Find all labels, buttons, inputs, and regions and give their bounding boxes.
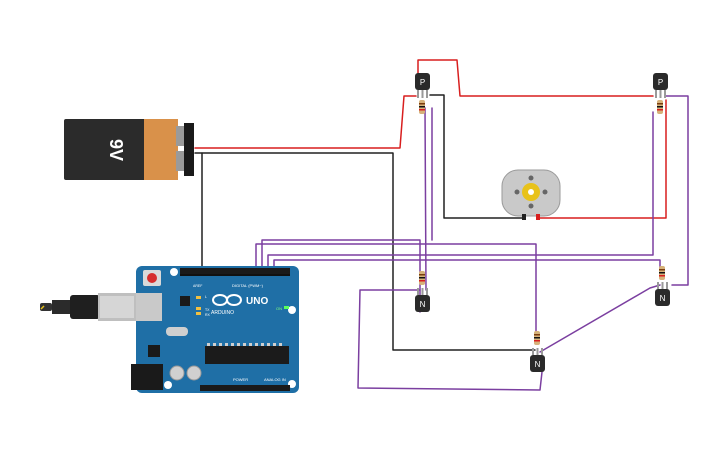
transistor-npn-right-label: N [660,294,666,303]
usb-port [136,293,162,321]
tx-label: TX [205,308,210,312]
wire-red-pnp-bridge[interactable] [417,59,654,97]
wire-purple-npn-loop[interactable] [357,289,543,391]
rx-led [196,312,201,315]
mount-hole [170,268,178,276]
resistor-pnp-left[interactable] [419,100,425,114]
resistor-npn-bottom[interactable] [534,331,540,345]
transistor-npn-bottom[interactable]: N [530,348,545,372]
battery-terminal-pos[interactable] [176,151,184,171]
mount-hole [164,381,172,389]
transistor-npn-left-label: N [420,300,426,309]
transistor-pnp-right[interactable]: P [653,73,668,98]
arduino-logo-icon [212,294,242,306]
power-analog-header[interactable] [200,385,290,391]
arduino-brand: ARDUINO [211,310,234,316]
wire-purple-3[interactable] [267,111,654,269]
atmega-chip [205,346,289,364]
wire-black-battery-to-npn[interactable] [194,152,536,351]
tx-led [196,307,201,310]
transistor-npn-left[interactable]: N [415,288,430,312]
l-led-label: L [205,295,207,299]
resistors [419,100,665,345]
capacitor [169,365,185,381]
reset-button-cap[interactable] [147,273,157,283]
battery-cap [144,119,178,180]
wire-black-pnp-to-motor[interactable] [429,94,526,219]
battery-label: 9V [106,139,126,161]
mount-hole [288,306,296,314]
wire-purple-pnp-to-npn[interactable] [424,107,427,291]
usb-cable [40,293,136,321]
motor-terminal-pos[interactable] [536,214,540,220]
l-led [196,296,201,299]
battery-terminal-neg[interactable] [176,126,184,146]
arduino-uno[interactable]: UNO ARDUINO DIGITAL (PWM~) ON POWER ANAL… [40,266,299,393]
analog-header-label: ANALOG IN [264,377,286,382]
battery-clip [184,123,194,176]
wire-purple-right-loop[interactable] [665,95,689,286]
on-led [284,306,289,309]
digital-header-label: DIGITAL (PWM~) [232,283,264,288]
wire-purple-2[interactable] [255,243,537,339]
transistor-pnp-left-label: P [420,78,425,87]
motor-terminal-neg[interactable] [522,214,526,220]
wire-purple-1[interactable] [261,239,421,291]
aref-label: AREF [193,284,202,288]
dc-motor[interactable] [501,169,561,220]
arduino-model: UNO [246,296,268,307]
wire-purple-diagonal[interactable] [539,284,661,353]
on-led-label: ON [276,306,282,311]
transistor-pnp-right-label: P [658,78,663,87]
transistor-npn-bottom-label: N [535,360,541,369]
wire-purple-4[interactable] [273,259,661,271]
capacitor [186,365,202,381]
wires [194,59,689,391]
resistor-npn-left[interactable] [419,271,425,285]
resistor-npn-right[interactable] [659,266,665,280]
battery-9v[interactable]: 9V [64,119,194,180]
regulator [148,345,160,357]
usb-ic [180,296,190,306]
wire-red-battery-to-pnp[interactable] [194,95,417,149]
resistor-pnp-right[interactable] [657,100,663,114]
power-jack [131,364,163,390]
digital-header[interactable] [180,268,290,274]
transistor-pnp-left[interactable]: P [415,73,430,98]
wire-red-motor-to-pnp[interactable] [539,99,667,219]
usb-plug-icon [40,305,45,310]
transistor-npn-right[interactable]: N [655,282,670,306]
rx-label: RX [205,313,211,317]
power-header-label: POWER [233,377,248,382]
crystal [166,327,188,336]
battery-body [64,119,146,180]
